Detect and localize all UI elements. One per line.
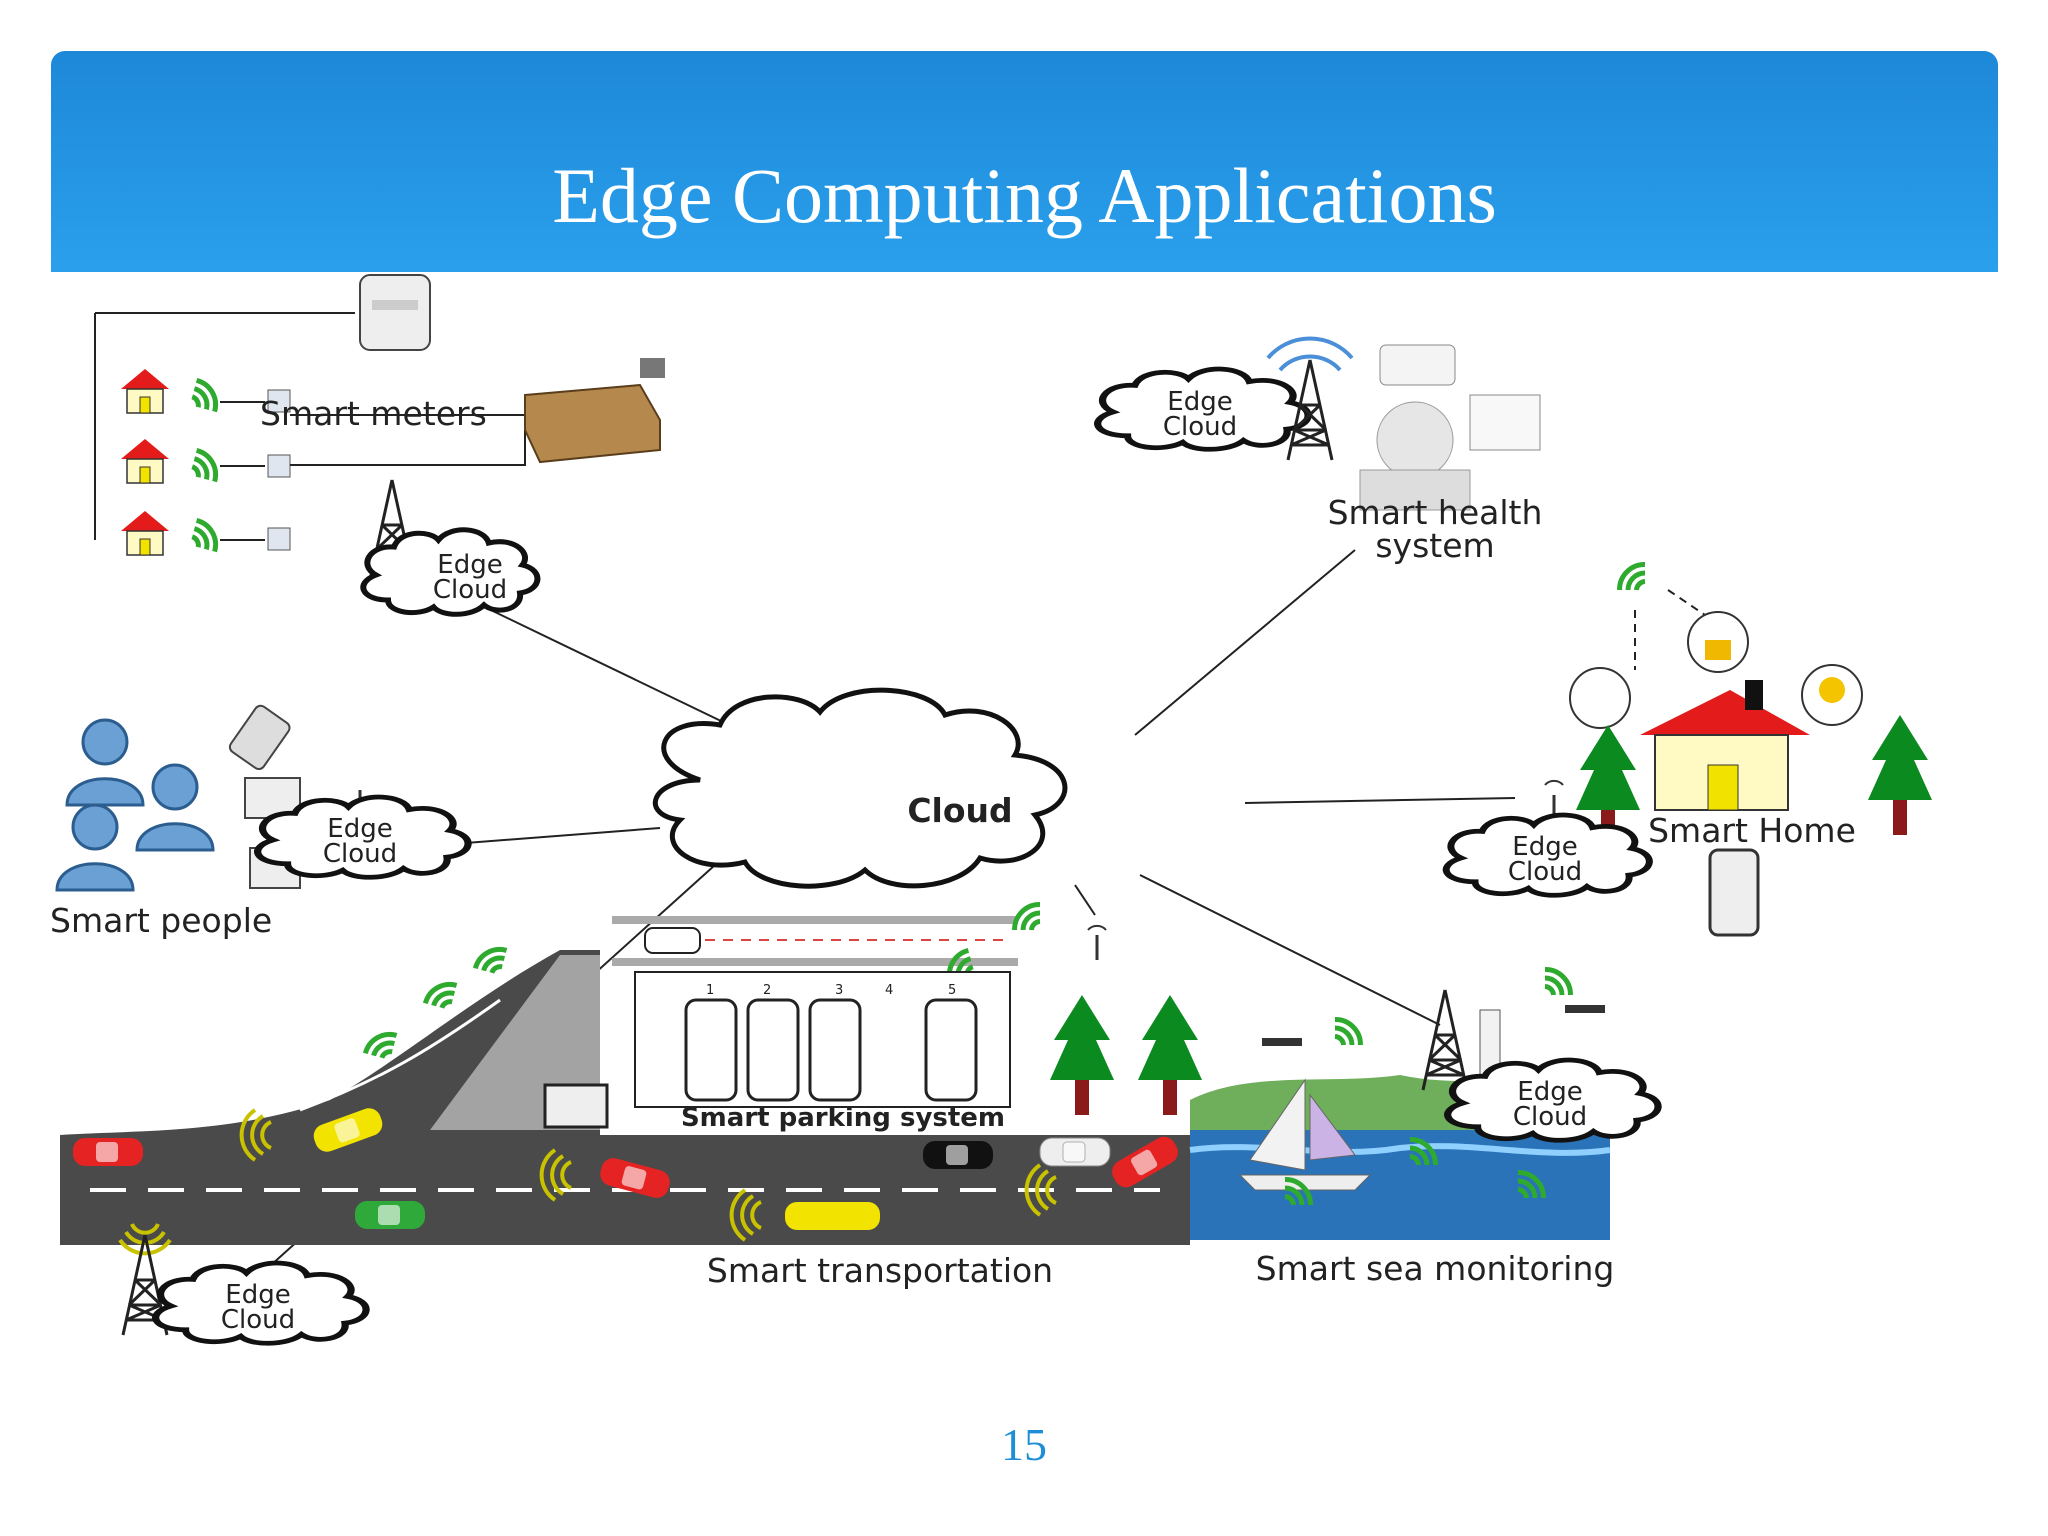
car-icon: [1039, 1137, 1111, 1167]
edge-cloud-label: Edge: [1167, 387, 1232, 417]
central-cloud: Cloud: [652, 687, 1068, 889]
water-tank-icon: [359, 274, 431, 351]
spot-number: 1: [706, 983, 714, 998]
link-smart-health: [1134, 549, 1356, 736]
smart-meters-label: Smart meters: [260, 394, 487, 433]
smart-transportation-label: Smart transportation: [707, 1251, 1053, 1290]
link-smart-people: [439, 827, 661, 846]
person-icon: [55, 803, 135, 892]
smart-parking-label: Smart parking system: [681, 1103, 1005, 1133]
spot-number: 3: [835, 983, 843, 998]
edge-cloud-label: Edge: [1517, 1077, 1582, 1107]
doctor-icon: [1376, 401, 1454, 479]
person-icon: [135, 763, 215, 852]
smart-sea-label: Smart sea monitoring: [1256, 1249, 1615, 1288]
drone-icon: [1565, 1005, 1605, 1013]
signal-icon: [1266, 336, 1354, 372]
antenna-box-icon: [640, 358, 665, 378]
edge-cloud-people: Edge Cloud: [258, 797, 468, 877]
camera-icon: [543, 1083, 609, 1129]
smart-transportation-group: Smart transportation Edge Cloud: [60, 944, 1190, 1344]
person-icon: [65, 718, 145, 807]
meter-icon: [267, 527, 291, 551]
cloud-label: Cloud: [907, 791, 1012, 830]
house-icon: [120, 438, 170, 484]
phone-icon: [228, 704, 291, 771]
edge-cloud-label: Edge: [437, 550, 502, 580]
tree-icon: [1138, 995, 1202, 1115]
edge-cloud-transport: Edge Cloud: [156, 1263, 366, 1343]
spot-number: 5: [948, 983, 956, 998]
drone-icon: [1262, 1038, 1302, 1046]
edge-cloud-label: Cloud: [323, 839, 397, 869]
house-icon: [1640, 690, 1810, 735]
edge-cloud-label: Cloud: [433, 575, 507, 605]
smart-meters-group: Smart meters Edge Cloud: [94, 274, 665, 614]
edge-cloud-health: Edge Cloud: [1098, 369, 1308, 449]
link-smart-meters: [469, 599, 751, 736]
substation-icon: [524, 383, 661, 464]
sailboat-icon: [1249, 1078, 1306, 1171]
edge-cloud-label: Cloud: [1513, 1102, 1587, 1132]
parked-car-icon: [924, 998, 978, 1102]
smart-health-label: system: [1375, 526, 1494, 565]
page-number: 15: [1001, 1419, 1047, 1470]
spot-number: 4: [885, 983, 893, 998]
meter-icon: [267, 454, 291, 478]
edge-cloud-home: Edge Cloud: [1446, 815, 1649, 895]
smart-sea-group: Edge Cloud Smart sea monitoring: [1050, 964, 1658, 1288]
edge-cloud-label: Edge: [1512, 832, 1577, 862]
edge-cloud-sea: Edge Cloud: [1448, 1060, 1658, 1140]
link-smart-home: [1244, 797, 1516, 804]
smart-parking-group: 1 2 3 4 5 Smart parking system: [612, 899, 1107, 1133]
smart-health-label: Smart health: [1328, 493, 1543, 532]
laptop-icon: [244, 777, 301, 819]
parked-car-icon: [808, 998, 862, 1102]
meter-icon: [267, 389, 291, 413]
smart-home-group: Smart Home Edge Cloud: [1446, 559, 1932, 937]
tree-icon: [1050, 995, 1114, 1115]
edge-cloud-label: Cloud: [221, 1305, 295, 1335]
bus-icon: [785, 1202, 880, 1230]
camera-icon: [1569, 667, 1631, 729]
ambulance-icon: [1379, 344, 1456, 386]
house-icon: [120, 368, 170, 414]
edge-cloud-label: Edge: [225, 1280, 290, 1310]
smart-people-label: Smart people: [50, 901, 272, 940]
title-bar: Edge Computing Applications: [51, 51, 1998, 272]
link-parking: [1074, 884, 1096, 916]
edge-cloud-label: Edge: [327, 814, 392, 844]
monitor-icon: [1469, 394, 1541, 451]
edge-cloud-meters: Edge Cloud: [363, 530, 537, 614]
edge-cloud-label: Cloud: [1163, 412, 1237, 442]
edge-cloud-label: Cloud: [1508, 857, 1582, 887]
house-icon: [120, 510, 170, 556]
tree-icon: [1868, 715, 1932, 835]
road: [60, 950, 1190, 1245]
tablet-icon: [1708, 848, 1760, 937]
police-car-icon: [923, 1141, 993, 1169]
smart-health-group: Edge Cloud Smart health system: [1098, 336, 1543, 565]
car-icon: [644, 927, 701, 954]
parked-car-icon: [684, 998, 738, 1102]
parked-car-icon: [746, 998, 800, 1102]
smart-people-group: Edge Cloud Smart people: [50, 704, 468, 940]
smart-home-label: Smart Home: [1648, 811, 1856, 850]
slide-title: Edge Computing Applications: [552, 152, 1497, 239]
car-icon: [73, 1138, 143, 1166]
link-sea: [1139, 874, 1441, 1026]
truck-icon: [355, 1201, 425, 1229]
tower-icon: [1421, 988, 1469, 1092]
spot-number: 2: [763, 983, 771, 998]
